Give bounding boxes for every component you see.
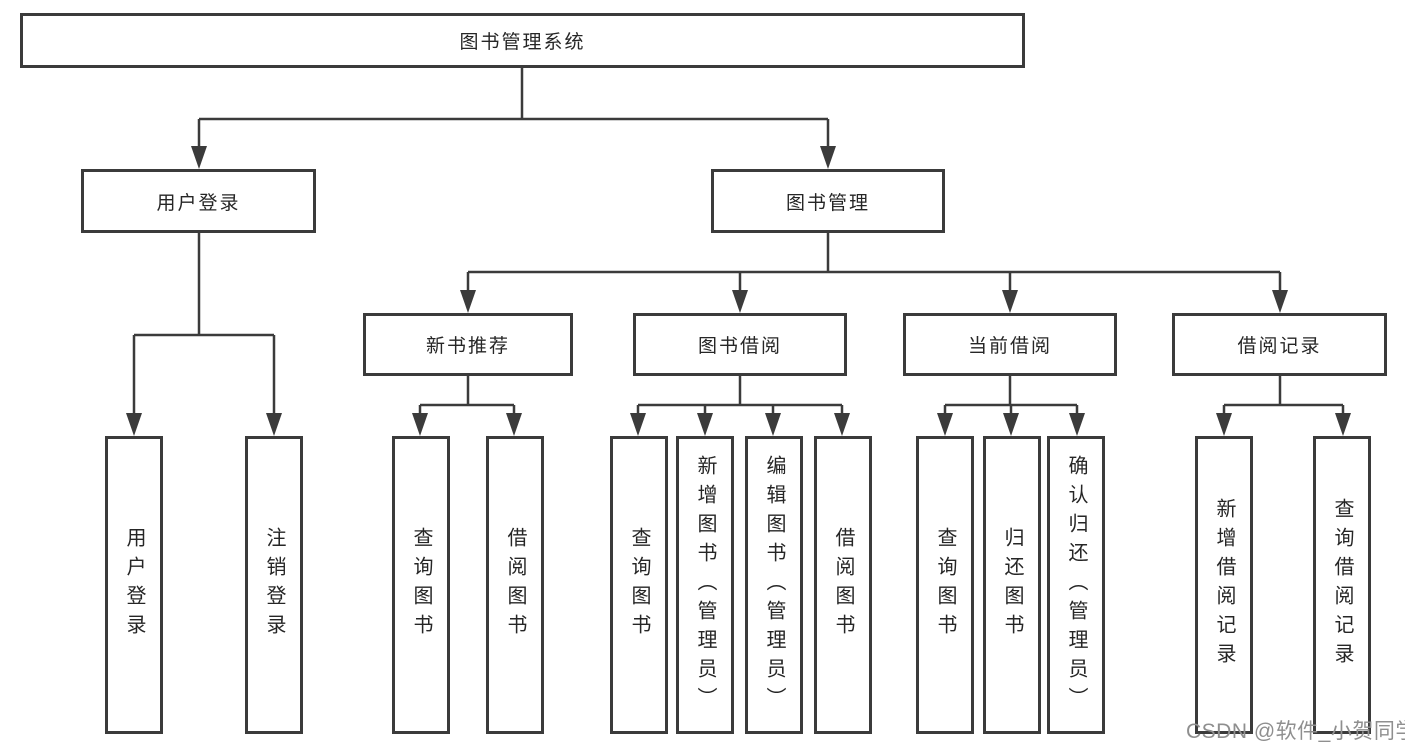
arrow-down-marker: [1069, 413, 1085, 436]
node-label: 查询借阅记录: [1331, 498, 1353, 672]
arrow-down-marker: [1335, 413, 1351, 436]
arrow-down-marker: [266, 413, 282, 436]
connector-book-mgmt-to-level3: [460, 233, 1288, 313]
node-user-login: 用户登录: [81, 169, 316, 233]
node-leaf-query-books-3: 查询图书: [916, 436, 974, 734]
arrow-down-marker: [1216, 413, 1232, 436]
arrow-down-marker: [1272, 290, 1288, 313]
node-label: 新增图书（管理员）: [694, 454, 716, 716]
connector-root-to-level2: [191, 68, 836, 169]
node-leaf-logout: 注销登录: [245, 436, 303, 734]
connector-new-books-to-leaves: [412, 376, 522, 436]
node-new-book-recommend: 新书推荐: [363, 313, 573, 376]
node-label: 借阅图书: [504, 527, 526, 643]
csdn-watermark: CSDN @软件_小贺同学: [1186, 720, 1405, 743]
arrow-down-marker: [732, 290, 748, 313]
arrow-down-marker: [506, 413, 522, 436]
node-label: 新书推荐: [425, 336, 510, 357]
connector-book-borrow-to-leaves: [630, 376, 850, 436]
arrow-down-marker: [191, 146, 207, 169]
arrow-down-marker: [460, 290, 476, 313]
arrow-down-marker: [697, 413, 713, 436]
node-leaf-query-books-2: 查询图书: [610, 436, 668, 734]
arrow-down-marker: [630, 413, 646, 436]
node-leaf-add-borrow-record: 新增借阅记录: [1195, 436, 1253, 734]
node-leaf-edit-books-admin: 编辑图书（管理员）: [745, 436, 803, 734]
node-label: 查询图书: [410, 527, 432, 643]
node-label: 用户登录: [123, 527, 145, 643]
node-leaf-borrow-books-1: 借阅图书: [486, 436, 544, 734]
node-leaf-add-books-admin: 新增图书（管理员）: [676, 436, 734, 734]
node-leaf-query-books-1: 查询图书: [392, 436, 450, 734]
node-label: 查询图书: [934, 527, 956, 643]
connector-borrow-records-to-leaves: [1216, 376, 1351, 436]
arrow-down-marker: [126, 413, 142, 436]
node-label: 确认归还（管理员）: [1065, 454, 1087, 716]
node-label: 注销登录: [263, 527, 285, 643]
node-leaf-borrow-books-2: 借阅图书: [814, 436, 872, 734]
node-label: 用户登录: [156, 192, 241, 214]
node-book-management: 图书管理: [711, 169, 945, 233]
node-current-borrowing: 当前借阅: [903, 313, 1117, 376]
arrow-down-marker: [1003, 413, 1019, 436]
arrow-down-marker: [820, 146, 836, 169]
node-label: 图书借阅: [697, 336, 782, 357]
node-book-borrowing: 图书借阅: [633, 313, 847, 376]
node-label: 新增借阅记录: [1213, 498, 1235, 672]
node-leaf-confirm-return-admin: 确认归还（管理员）: [1047, 436, 1105, 734]
arrow-down-marker: [412, 413, 428, 436]
connector-user-login-to-leaves: [126, 233, 282, 436]
node-label: 归还图书: [1001, 527, 1023, 643]
node-label: 当前借阅: [967, 336, 1052, 357]
node-label: 借阅图书: [832, 527, 854, 643]
connector-current-borrow-to-leaves: [937, 376, 1085, 436]
node-borrow-records: 借阅记录: [1172, 313, 1387, 376]
arrow-down-marker: [834, 413, 850, 436]
node-label: 编辑图书（管理员）: [763, 454, 785, 716]
node-label: 查询图书: [628, 527, 650, 643]
node-leaf-user-login: 用户登录: [105, 436, 163, 734]
arrow-down-marker: [765, 413, 781, 436]
node-label: 图书管理系统: [459, 32, 586, 53]
arrow-down-marker: [937, 413, 953, 436]
node-label: 图书管理: [785, 192, 870, 214]
arrow-down-marker: [1002, 290, 1018, 313]
node-library-management-system: 图书管理系统: [20, 13, 1025, 68]
node-leaf-return-books: 归还图书: [983, 436, 1041, 734]
node-leaf-query-borrow-record: 查询借阅记录: [1313, 436, 1371, 734]
node-label: 借阅记录: [1237, 336, 1322, 357]
